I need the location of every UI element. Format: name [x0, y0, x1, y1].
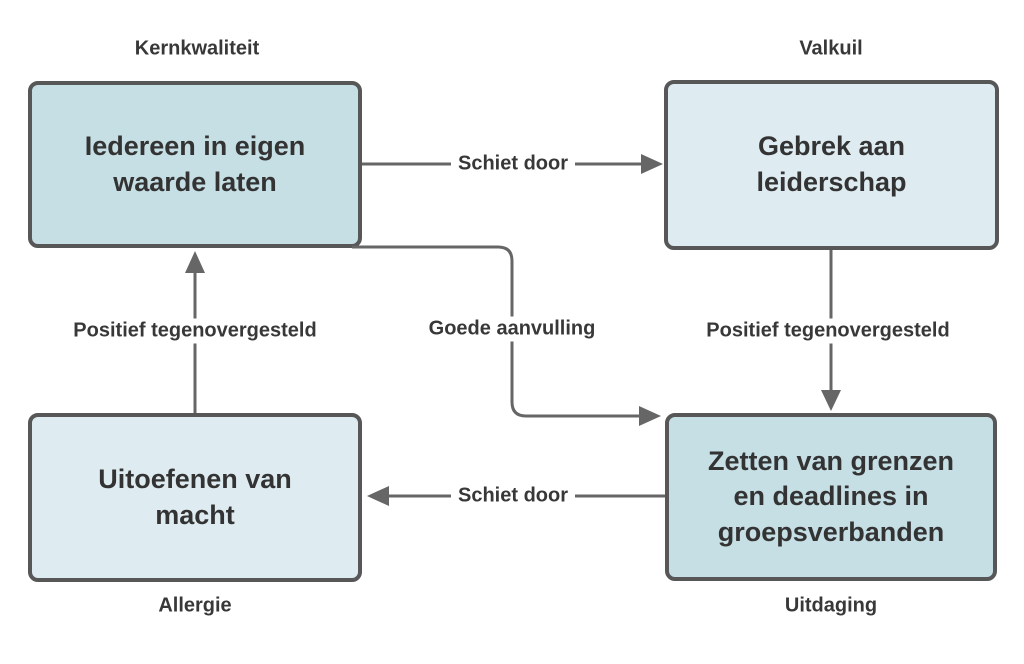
- node-valkuil-text: Gebrek aan leiderschap: [756, 131, 907, 197]
- node-uitdaging: Zetten van grenzen en deadlines in groep…: [665, 413, 997, 581]
- node-allergie-text: Uitoefenen van macht: [98, 463, 292, 530]
- category-label-uitdaging: Uitdaging: [784, 594, 878, 617]
- edge-label-schiet-door-bottom: Schiet door: [450, 483, 576, 509]
- node-valkuil: Gebrek aan leiderschap: [664, 80, 999, 250]
- edge-label-goede-aanvulling: Goede aanvulling: [421, 316, 603, 342]
- category-label-valkuil: Valkuil: [799, 37, 863, 60]
- node-allergie: Uitoefenen van macht: [28, 413, 362, 582]
- node-uitdaging-text: Zetten van grenzen en deadlines in groep…: [707, 445, 955, 547]
- category-label-kernkwaliteit: Kernkwaliteit: [134, 37, 260, 60]
- edge-label-schiet-door-top: Schiet door: [450, 151, 576, 177]
- edge-label-positief-left: Positief tegenovergesteld: [66, 318, 324, 344]
- category-label-allergie: Allergie: [158, 594, 232, 617]
- edge-label-positief-right: Positief tegenovergesteld: [699, 318, 957, 344]
- node-kernkwaliteit: Iedereen in eigen waarde laten: [28, 81, 362, 248]
- node-kernkwaliteit-text: Iedereen in eigen waarde laten: [84, 130, 306, 197]
